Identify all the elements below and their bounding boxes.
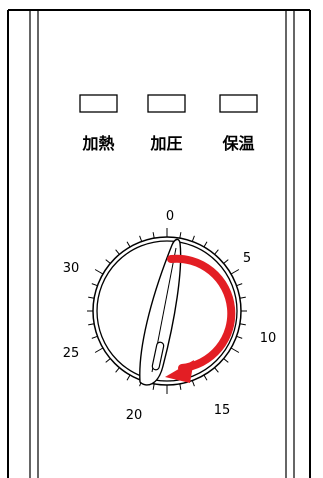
dial-tick xyxy=(203,374,208,381)
dial-tick xyxy=(179,383,182,390)
dial-tick xyxy=(91,335,98,339)
indicator-heating: 加熱 xyxy=(79,94,118,153)
dial-tick xyxy=(179,232,182,239)
scale-label-0: 0 xyxy=(166,209,174,224)
dial-tick xyxy=(214,367,219,373)
indicator-pressure: 加圧 xyxy=(147,94,186,153)
dial-tick xyxy=(236,335,243,339)
dial-scale-labels: 0 5 10 15 20 25 30 xyxy=(63,209,277,423)
dial-pointer-slot xyxy=(151,341,165,371)
dial-tick xyxy=(105,358,111,363)
dial-tick xyxy=(191,235,195,242)
dial-tick xyxy=(214,249,219,255)
scale-label-10: 10 xyxy=(260,331,277,346)
dial-tick xyxy=(88,296,95,299)
dial-tick xyxy=(230,347,240,353)
dial-tick xyxy=(91,283,98,287)
scale-label-15: 15 xyxy=(214,403,231,418)
dial-tick xyxy=(223,358,229,363)
scale-label-25: 25 xyxy=(63,346,80,361)
dial-tick xyxy=(105,259,111,264)
indicator-label: 加圧 xyxy=(149,134,182,153)
dial-tick xyxy=(126,374,131,381)
indicator-label: 加熱 xyxy=(81,134,114,153)
dial-tick xyxy=(139,235,143,242)
dial-tick xyxy=(126,241,131,248)
indicator-lamp xyxy=(147,94,186,113)
dial-inner-ring xyxy=(96,240,238,382)
scale-label-5: 5 xyxy=(243,251,251,266)
dial-tick xyxy=(239,323,246,326)
dial-tick xyxy=(115,367,120,373)
indicator-keep-warm: 保温 xyxy=(219,94,258,153)
dial-tick xyxy=(236,283,243,287)
dial-ticks xyxy=(87,228,247,394)
dial-tick xyxy=(115,249,120,255)
dial-tick xyxy=(94,347,104,353)
dial-tick xyxy=(94,269,104,275)
dial-tick xyxy=(88,323,95,326)
indicator-lamp xyxy=(219,94,258,113)
dial-tick xyxy=(239,296,246,299)
scale-label-30: 30 xyxy=(63,261,80,276)
rotation-arrowhead xyxy=(165,360,194,383)
dial-tick xyxy=(223,259,229,264)
indicator-label: 保温 xyxy=(221,134,254,153)
scale-label-20: 20 xyxy=(126,408,143,423)
dial-tick xyxy=(203,241,208,248)
dial-tick xyxy=(230,269,240,275)
rotation-arrow xyxy=(167,254,236,372)
dial-tick xyxy=(191,380,195,387)
dial-tick xyxy=(152,232,155,239)
panel-frame xyxy=(7,9,311,478)
indicator-lamp xyxy=(79,94,118,113)
panel-inner-lines xyxy=(29,10,295,478)
dial-tick xyxy=(152,383,155,390)
timer-dial[interactable] xyxy=(87,228,247,394)
